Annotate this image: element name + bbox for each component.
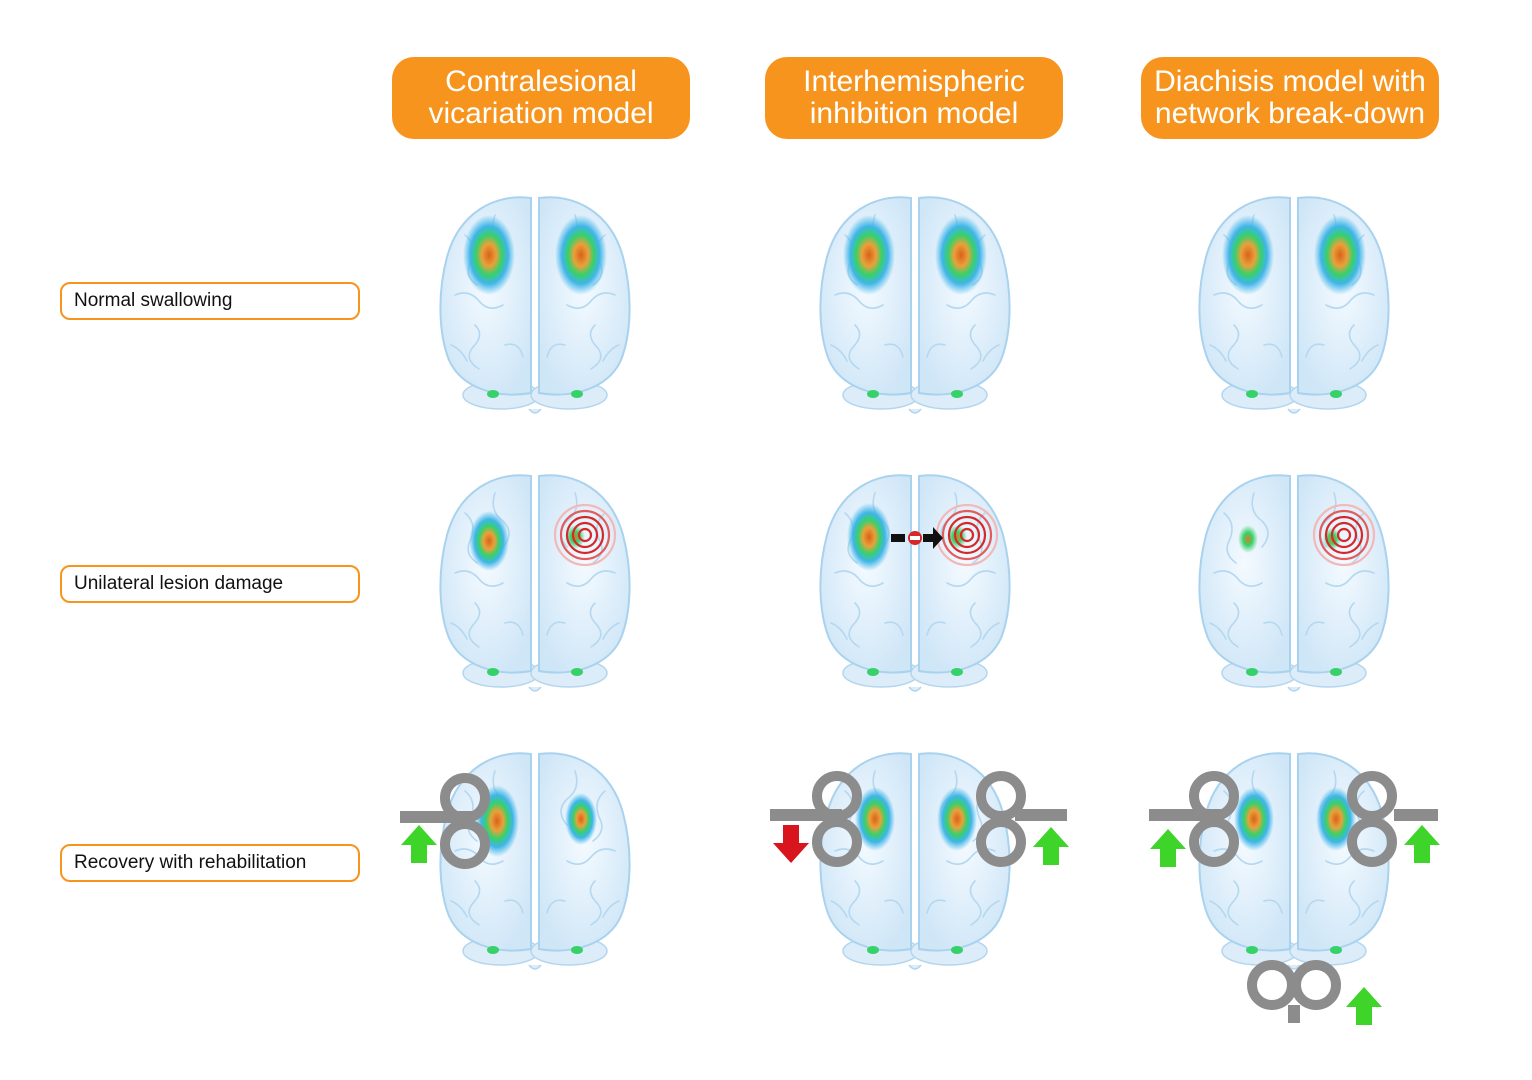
row-label-recovery: Recovery with rehabilitation	[60, 844, 360, 882]
column-header-line2: inhibition model	[809, 97, 1019, 130]
brain-lesion-contralesional	[439, 474, 631, 692]
down-arrow-icon	[773, 825, 809, 863]
brain-icon	[439, 474, 631, 692]
column-header-line1: Contralesional	[445, 65, 637, 98]
row-label-normal: Normal swallowing	[60, 282, 360, 320]
brain-lesion-interhemispheric	[819, 474, 1011, 692]
column-header-diachisis: Diachisis model with network break-down	[1141, 57, 1439, 139]
brain-recovery-contralesional	[400, 752, 631, 970]
up-arrow-icon	[1346, 987, 1382, 1025]
column-header-line2: network break-down	[1154, 97, 1426, 130]
up-arrow-icon	[1033, 827, 1069, 865]
up-arrow-icon	[1404, 825, 1440, 863]
brain-icon	[1198, 196, 1390, 414]
column-header-line1: Diachisis model with	[1154, 65, 1426, 98]
brain-icon	[819, 196, 1011, 414]
brain-normal-contralesional	[439, 196, 631, 414]
row-label-lesion: Unilateral lesion damage	[60, 565, 360, 603]
brain-normal-interhemispheric	[819, 196, 1011, 414]
brain-normal-diachisis	[1198, 196, 1390, 414]
brain-icon	[439, 196, 631, 414]
up-arrow-icon	[401, 825, 437, 863]
inhibition-arrow-icon	[891, 527, 943, 549]
column-header-line2: vicariation model	[428, 97, 654, 130]
brain-recovery-interhemispheric	[770, 752, 1069, 970]
brain-lesion-diachisis	[1198, 474, 1390, 692]
column-header-line1: Interhemispheric	[803, 65, 1025, 98]
column-header-contralesional: Contralesional vicariation model	[392, 57, 690, 139]
brain-icon	[1198, 474, 1390, 692]
brain-recovery-diachisis	[1149, 752, 1440, 1025]
up-arrow-icon	[1150, 829, 1186, 867]
column-header-interhemispheric: Interhemispheric inhibition model	[765, 57, 1063, 139]
tms-coil-icon	[1247, 960, 1341, 1023]
